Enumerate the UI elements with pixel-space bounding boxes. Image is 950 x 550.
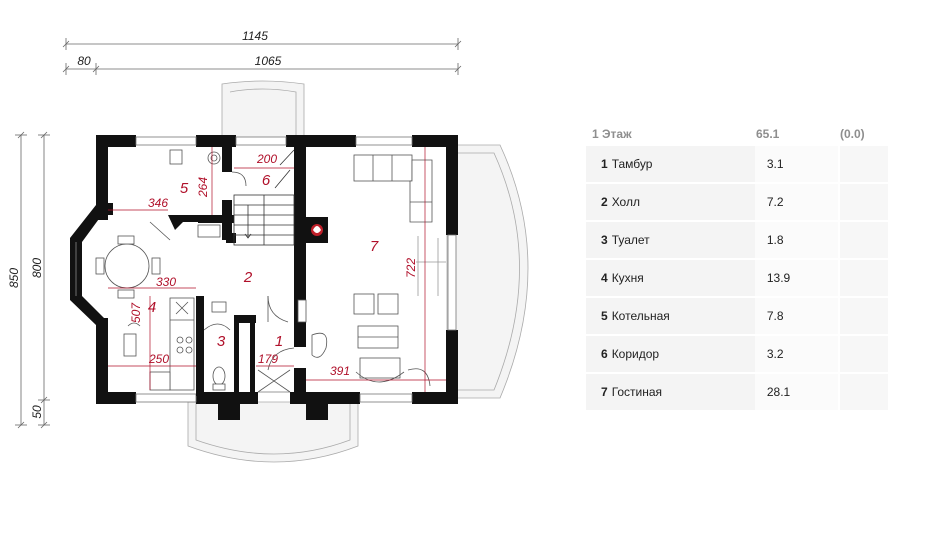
room-extra xyxy=(838,260,888,296)
room-dim-346: 346 xyxy=(148,196,168,210)
room-dim-264: 264 xyxy=(196,177,210,198)
room-number-1: 1 xyxy=(275,333,283,350)
room-area: 1.8 xyxy=(754,222,839,258)
room-number: 3 xyxy=(601,233,608,247)
room-area: 3.1 xyxy=(754,146,839,182)
room-dim-507: 507 xyxy=(129,302,143,323)
dim-height-800: 800 xyxy=(30,258,44,278)
room-name: Коридор xyxy=(611,347,660,361)
room-number: 7 xyxy=(601,385,608,399)
bay-window xyxy=(70,205,104,325)
room-dim-179: 179 xyxy=(258,352,278,366)
room-name: Кухня xyxy=(611,271,644,285)
room-dim-391: 391 xyxy=(330,364,350,378)
terrace-right xyxy=(446,144,529,399)
dim-overall-width: 1145 xyxy=(242,29,268,43)
room-number: 6 xyxy=(601,347,608,361)
room-area: 7.8 xyxy=(754,298,839,334)
room-area: 3.2 xyxy=(754,336,839,372)
room-number: 1 xyxy=(601,157,608,171)
toilet-fixtures xyxy=(203,301,231,391)
room-extra xyxy=(838,222,888,258)
windows xyxy=(135,136,457,403)
room-extra xyxy=(838,298,888,334)
room-extra xyxy=(838,184,888,220)
room-name: Котельная xyxy=(611,309,670,323)
kitchen-fixtures xyxy=(123,297,195,391)
room-dim-200: 200 xyxy=(256,152,277,166)
dimension-lines xyxy=(15,38,462,429)
staircase xyxy=(233,149,295,246)
room-number: 4 xyxy=(601,271,608,285)
floor-total-area: 65.1 xyxy=(756,126,780,141)
room-number-6: 6 xyxy=(262,172,271,189)
room-number-7: 7 xyxy=(370,238,379,255)
porch-front xyxy=(187,401,359,463)
room-dim-lines xyxy=(108,147,446,392)
room-name: Туалет xyxy=(611,233,650,247)
room-extra xyxy=(838,336,888,372)
dining-table xyxy=(95,221,171,299)
dim-width-1065: 1065 xyxy=(255,54,282,68)
interior-walls xyxy=(108,147,306,396)
floor-label: 1 Этаж xyxy=(592,126,632,141)
room-name: Тамбур xyxy=(611,157,653,171)
living-furniture xyxy=(311,154,446,387)
room-number-2: 2 xyxy=(243,269,253,286)
room-number-5: 5 xyxy=(180,180,189,197)
vestibule-doors xyxy=(257,295,307,393)
boiler-fixtures xyxy=(169,149,247,238)
porch-back xyxy=(221,80,305,141)
dim-height-50: 50 xyxy=(30,405,44,419)
dim-left-offset: 80 xyxy=(77,54,91,68)
room-number: 5 xyxy=(601,309,608,323)
fireplace xyxy=(306,217,328,243)
room-number-4: 4 xyxy=(148,299,156,316)
room-dim-250: 250 xyxy=(148,352,169,366)
room-dim-722: 722 xyxy=(404,258,418,278)
room-name: Холл xyxy=(611,195,640,209)
room-extra xyxy=(838,374,888,410)
room-number-3: 3 xyxy=(217,333,226,350)
room-area: 7.2 xyxy=(754,184,839,220)
floor-plan: 1145 80 1065 850 800 50 xyxy=(7,29,529,463)
table-header: 1 Этаж 65.1 (0.0) xyxy=(586,121,888,146)
dim-height-850: 850 xyxy=(7,268,21,288)
room-extra xyxy=(838,146,888,182)
room-name: Гостиная xyxy=(611,385,663,399)
exterior-walls xyxy=(96,135,458,420)
floor-extra-area: (0.0) xyxy=(840,126,865,141)
room-area: 28.1 xyxy=(754,374,839,410)
room-area: 13.9 xyxy=(754,260,839,296)
room-number: 2 xyxy=(601,195,608,209)
room-dim-330: 330 xyxy=(156,275,176,289)
